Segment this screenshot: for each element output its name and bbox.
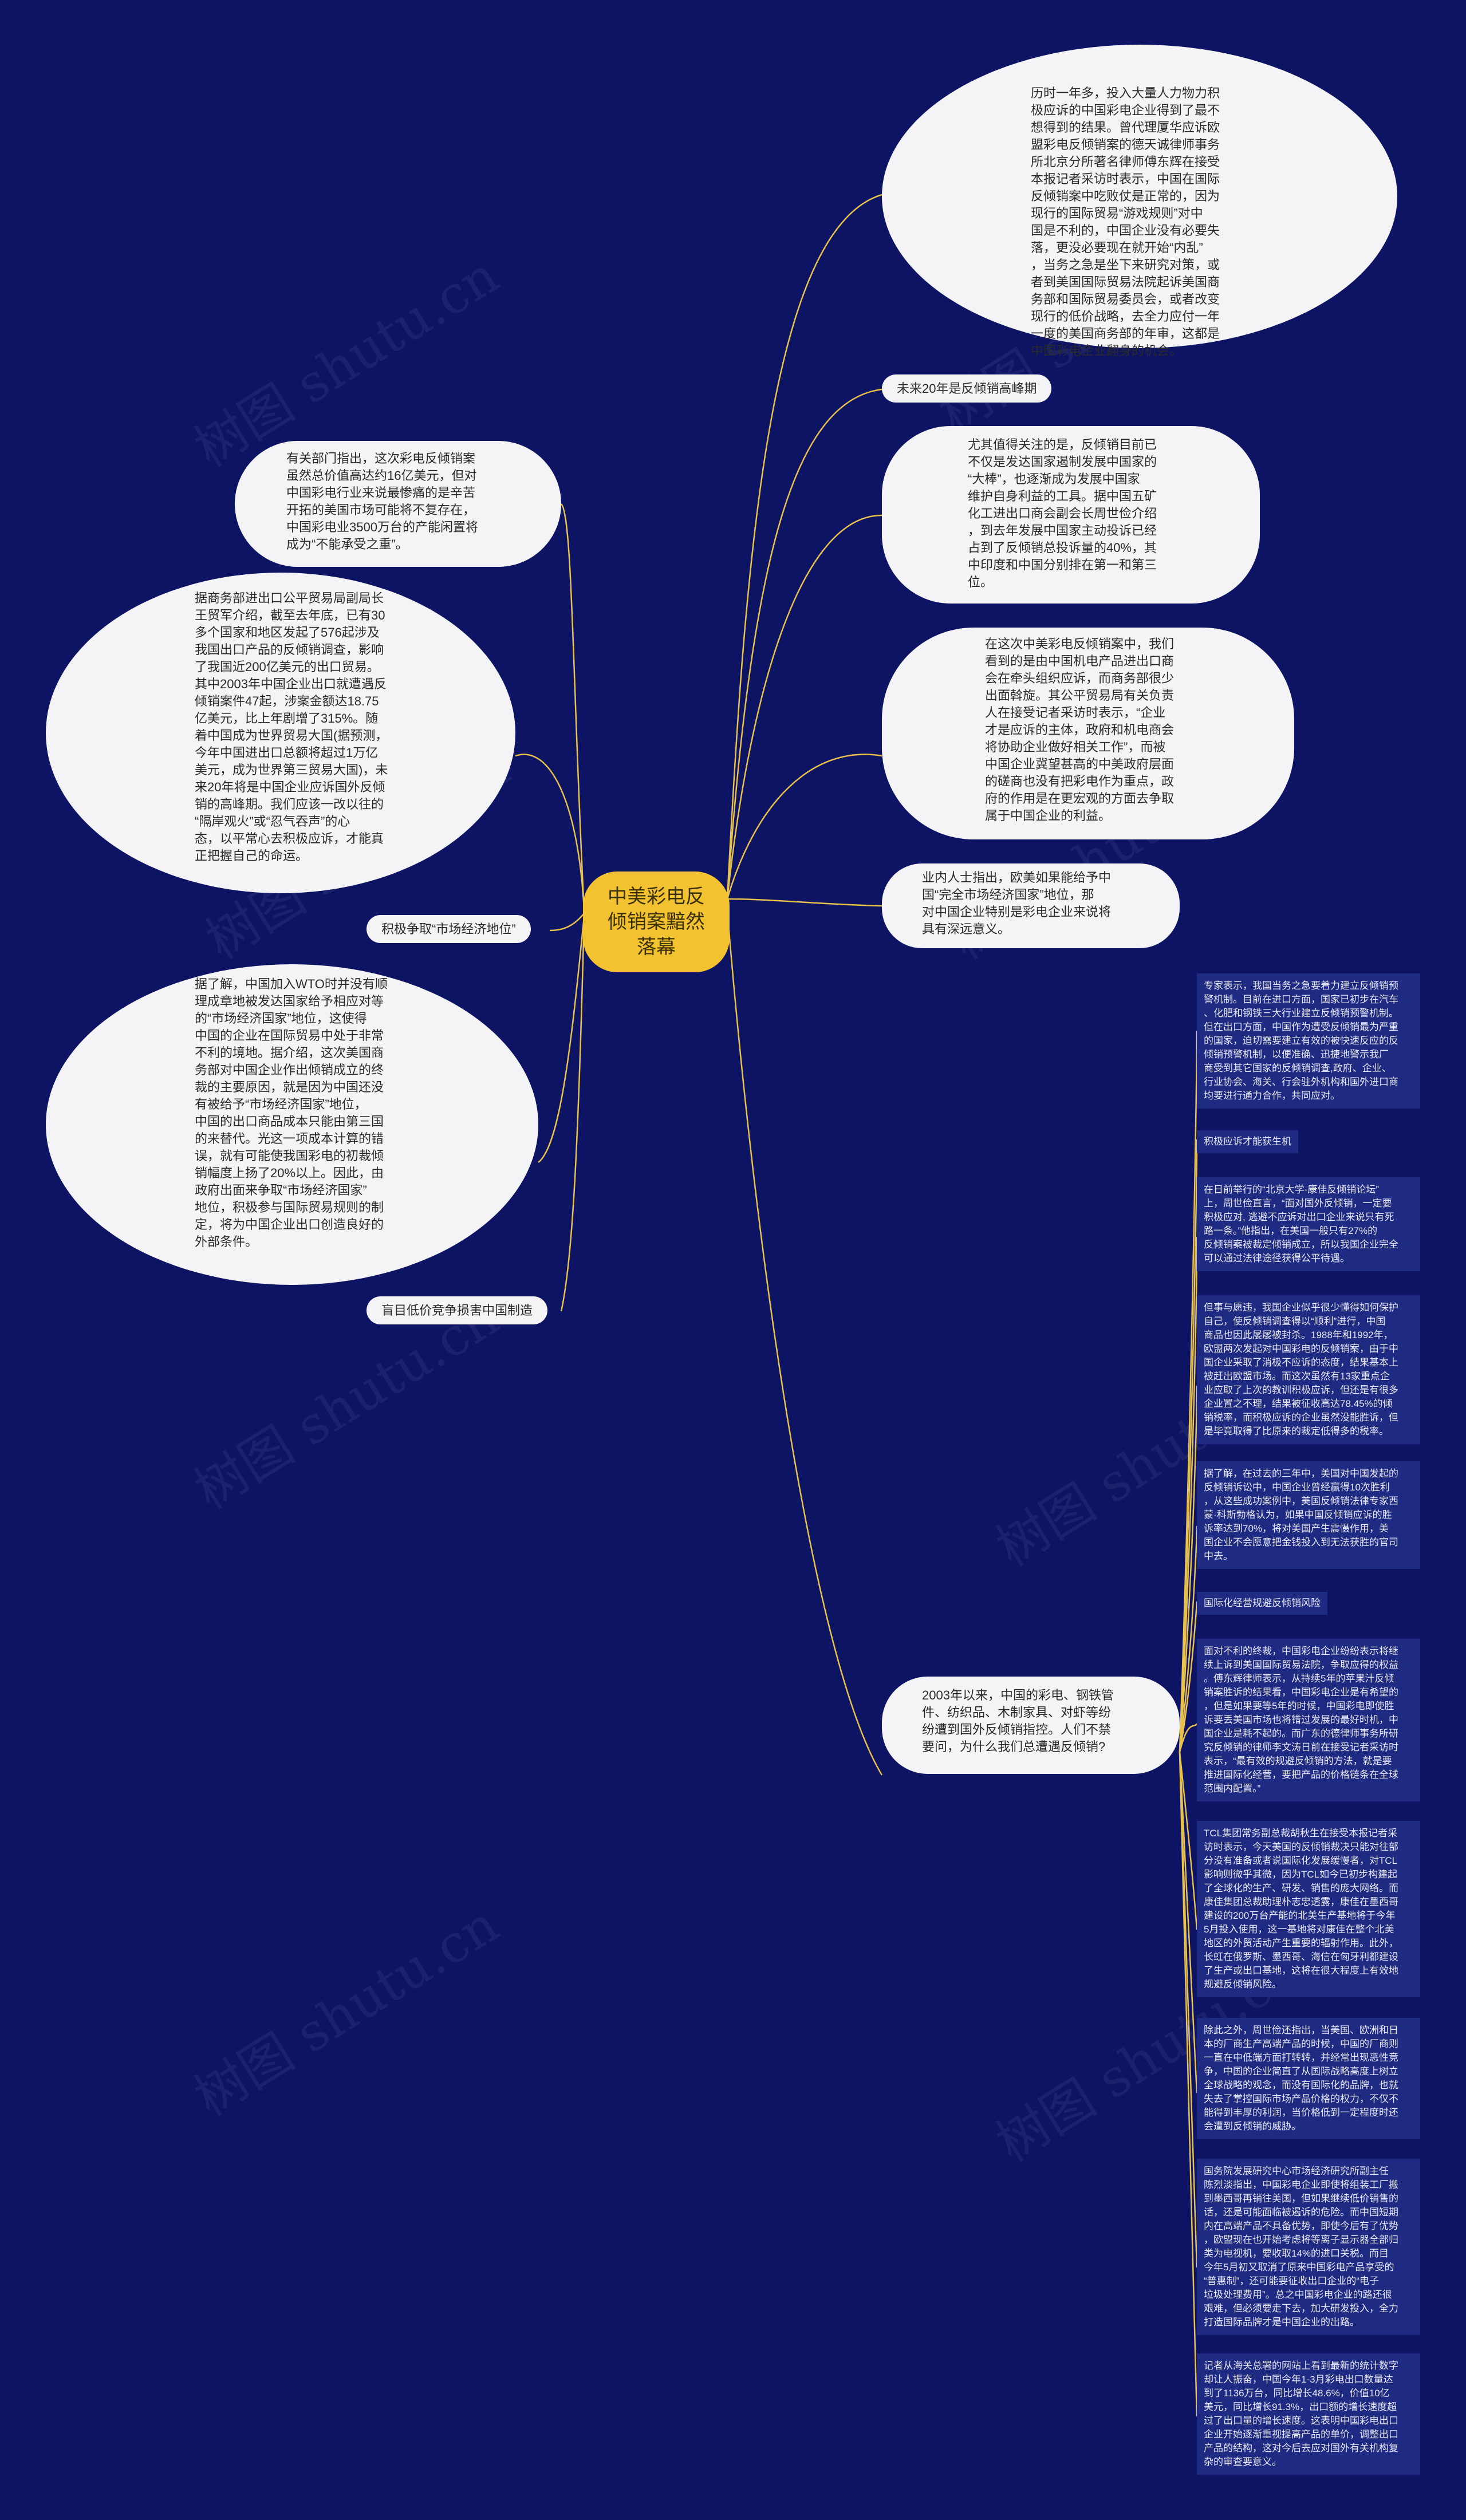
leaf-2[interactable]: 积极应诉才能获生机 bbox=[1197, 1130, 1298, 1153]
right-node-4[interactable]: 在这次中美彩电反倾销案中，我们 看到的是由中国机电产品进出口商 会在牵头组织应诉… bbox=[882, 628, 1294, 839]
leaf-4[interactable]: 但事与愿违，我国企业似乎很少懂得如何保护 自己，使反倾销调查得以“顺利”进行，中… bbox=[1197, 1295, 1420, 1444]
left-node-5[interactable]: 盲目低价竞争损害中国制造 bbox=[366, 1296, 548, 1324]
right-node-5[interactable]: 业内人士指出，欧美如果能给予中 国“完全市场经济国家”地位，那 对中国企业特别是… bbox=[882, 863, 1180, 948]
right-node-2[interactable]: 未来20年是反倾销高峰期 bbox=[882, 374, 1052, 403]
leaf-8[interactable]: TCL集团常务副总裁胡秋生在接受本报记者采 访时表示，今天美国的反倾销裁决只能对… bbox=[1197, 1821, 1420, 1997]
right-node-3[interactable]: 尤其值得关注的是，反倾销目前已 不仅是发达国家遏制发展中国家的 “大棒”，也逐渐… bbox=[882, 426, 1260, 604]
leaf-7[interactable]: 面对不利的终裁，中国彩电企业纷纷表示将继 续上诉到美国国际贸易法院，争取应得的权… bbox=[1197, 1639, 1420, 1801]
leaf-11[interactable]: 记者从海关总署的网站上看到最新的统计数字 却让人振奋，中国今年1-3月彩电出口数… bbox=[1197, 2353, 1420, 2475]
left-node-2[interactable]: 据商务部进出口公平贸易局副局长 王贸军介绍，截至去年底，已有30 多个国家和地区… bbox=[46, 573, 515, 893]
leaf-9[interactable]: 除此之外，周世俭还指出，当美国、欧洲和日 本的厂商生产高端产品的时候，中国的厂商… bbox=[1197, 2018, 1420, 2139]
leaf-1[interactable]: 专家表示，我国当务之急要着力建立反倾销预 警机制。目前在进口方面，国家已初步在汽… bbox=[1197, 973, 1420, 1109]
leaf-6[interactable]: 国际化经营规避反倾销风险 bbox=[1197, 1592, 1327, 1615]
leaf-10[interactable]: 国务院发展研究中心市场经济研究所副主任 陈烈淡指出，中国彩电企业即使将组装工厂搬… bbox=[1197, 2159, 1420, 2335]
left-node-1[interactable]: 有关部门指出，这次彩电反倾销案 虽然总价值高达约16亿美元，但对 中国彩电行业来… bbox=[235, 441, 561, 567]
left-node-4[interactable]: 据了解，中国加入WTO时并没有顺 理成章地被发达国家给予相应对等 的“市场经济国… bbox=[46, 964, 538, 1285]
left-node-3[interactable]: 积极争取“市场经济地位” bbox=[366, 915, 531, 943]
leaf-5[interactable]: 据了解，在过去的三年中，美国对中国发起的 反倾销诉讼中，中国企业曾经赢得10次胜… bbox=[1197, 1461, 1420, 1569]
right-node-6[interactable]: 2003年以来，中国的彩电、钢铁管 件、纺织品、木制家具、对虾等纷 纷遭到国外反… bbox=[882, 1677, 1180, 1774]
central-topic[interactable]: 中美彩电反倾销案黯然落幕 bbox=[583, 871, 730, 972]
leaf-3[interactable]: 在日前举行的“北京大学-康佳反倾销论坛” 上，周世俭直言，“面对国外反倾销，一定… bbox=[1197, 1177, 1420, 1271]
right-node-1[interactable]: 历时一年多，投入大量人力物力积 极应诉的中国彩电企业得到了最不 想得到的结果。曾… bbox=[882, 45, 1397, 358]
